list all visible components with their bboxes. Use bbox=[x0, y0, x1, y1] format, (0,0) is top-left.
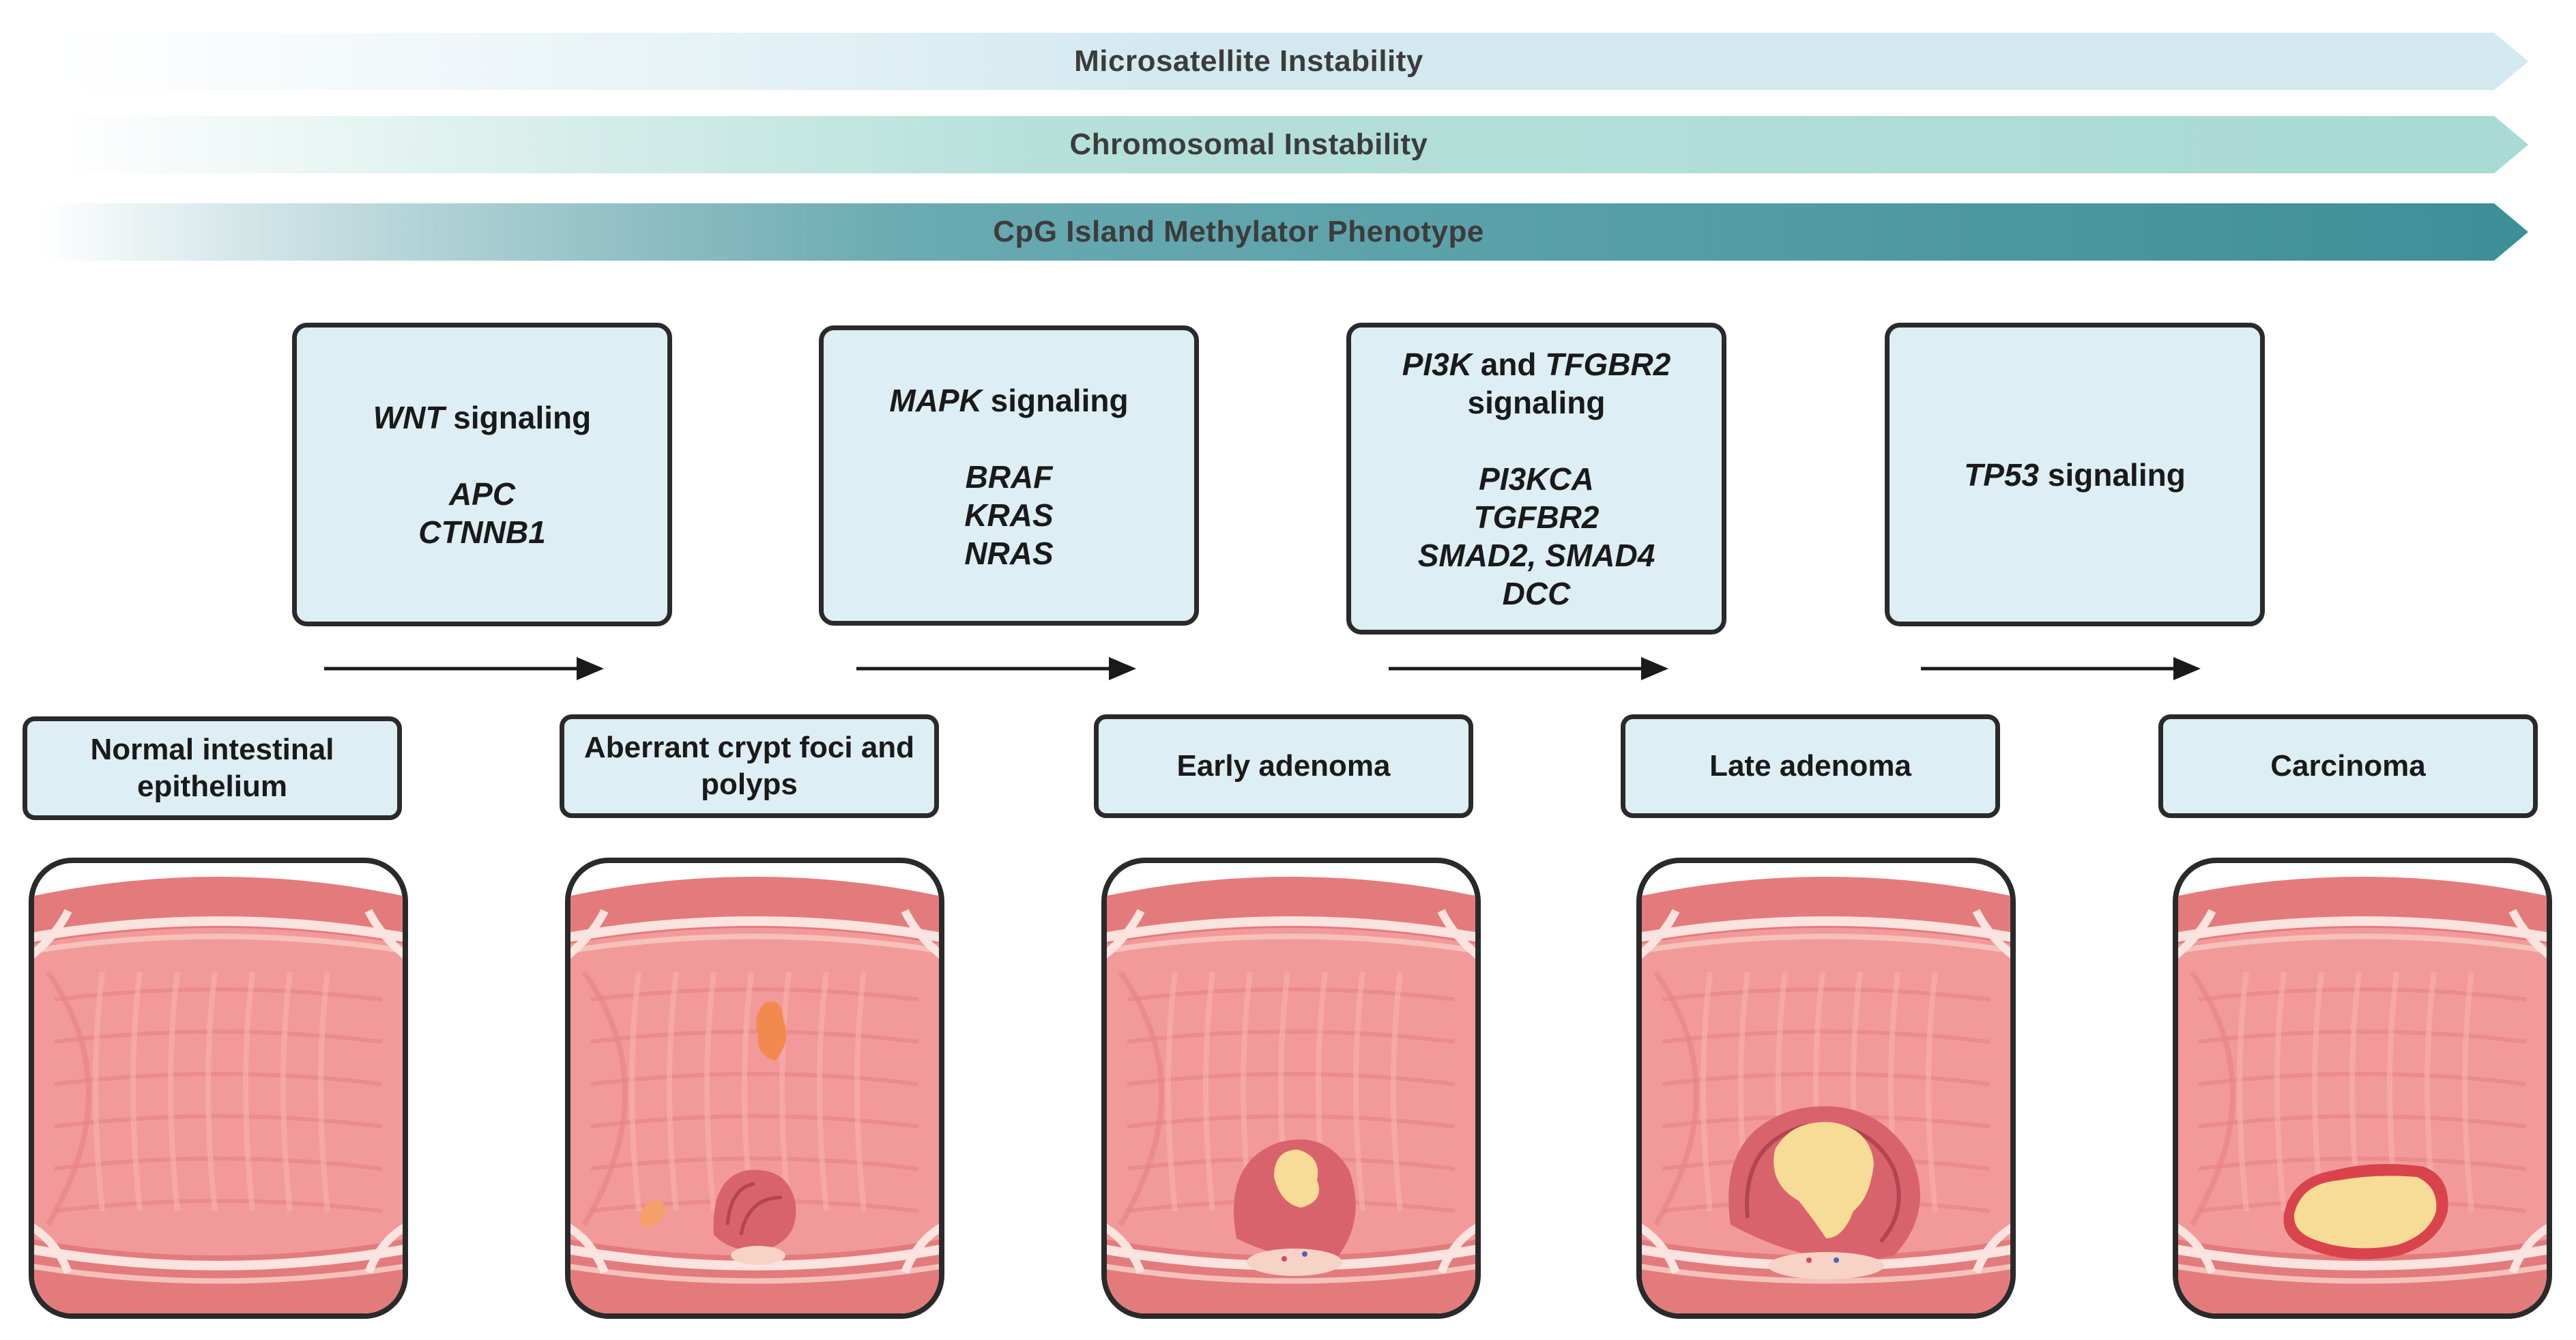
gene-name: CTNNB1 bbox=[418, 514, 546, 550]
gene-name: TGFBR2 bbox=[1473, 499, 1600, 535]
band-label: Chromosomal Instability bbox=[1069, 128, 1428, 161]
signaling-box-wnt: WNT signaling APC CTNNB1 bbox=[292, 323, 672, 626]
signaling-title-line2: signaling bbox=[1467, 385, 1606, 420]
band-arrow-shape bbox=[61, 116, 2528, 173]
signaling-box-pi3k-tfgbr2: PI3K and TFGBR2 signaling PI3KCA TGFBR2 … bbox=[1346, 323, 1726, 635]
colon-panel-carcinoma bbox=[2171, 856, 2553, 1320]
band-cpg-island-methylator-phenotype: CpG Island Methylator Phenotype bbox=[41, 198, 2532, 266]
gene-name: NRAS bbox=[964, 536, 1054, 571]
colon-panel-none bbox=[27, 856, 409, 1320]
gene-list: BRAF KRAS NRAS bbox=[964, 458, 1053, 572]
colon-panel-late-adenoma bbox=[1635, 856, 2017, 1320]
gene-name: DCC bbox=[1502, 576, 1571, 611]
band-label: Microsatellite Instability bbox=[1074, 44, 1423, 78]
progression-arrow bbox=[1389, 657, 1668, 680]
colon-illustration bbox=[1101, 858, 1481, 1319]
gene-name: BRAF bbox=[965, 459, 1053, 495]
gene-name: SMAD2, SMAD4 bbox=[1417, 538, 1655, 573]
signaling-title: PI3K and TFGBR2 bbox=[1402, 347, 1671, 382]
band-microsatellite-instability: Microsatellite Instability bbox=[61, 27, 2532, 96]
colon-illustration bbox=[1636, 858, 2016, 1319]
gene-list: PI3KCA TGFBR2 SMAD2, SMAD4 DCC bbox=[1418, 460, 1655, 613]
colon-illustration bbox=[29, 858, 408, 1319]
progression-arrow bbox=[856, 657, 1136, 680]
band-arrow-shape bbox=[61, 33, 2528, 90]
gene-name: APC bbox=[448, 476, 516, 512]
signaling-title: WNT signaling bbox=[373, 399, 592, 435]
band-label: CpG Island Methylator Phenotype bbox=[993, 215, 1484, 248]
gene-name: KRAS bbox=[964, 497, 1054, 533]
progression-arrow bbox=[324, 657, 604, 680]
band-arrow-shape bbox=[41, 203, 2528, 261]
signaling-box-tp53: TP53 signaling bbox=[1885, 323, 2265, 626]
colon-panel-foci-polyp bbox=[564, 856, 946, 1320]
gene-name: PI3KCA bbox=[1479, 461, 1594, 497]
colon-panel-early-adenoma bbox=[1100, 856, 1482, 1320]
band-chromosomal-instability: Chromosomal Instability bbox=[61, 111, 2532, 179]
signaling-box-mapk: MAPK signaling BRAF KRAS NRAS bbox=[819, 325, 1199, 626]
stage-label-late-adenoma: Late adenoma bbox=[1621, 714, 2000, 818]
progression-arrow bbox=[1921, 657, 2201, 680]
colon-illustration bbox=[565, 858, 944, 1319]
stage-label-carcinoma: Carcinoma bbox=[2158, 714, 2538, 818]
colon-illustration bbox=[2173, 858, 2552, 1319]
stage-label-early-adenoma: Early adenoma bbox=[1094, 714, 1473, 818]
signaling-title: MAPK signaling bbox=[889, 383, 1129, 418]
signaling-title: TP53 signaling bbox=[1964, 456, 2186, 493]
stage-label-aberrant-crypt-foci: Aberrant crypt foci and polyps bbox=[560, 714, 939, 818]
gene-list: APC CTNNB1 bbox=[418, 475, 546, 551]
stage-label-normal-epithelium: Normal intestinal epithelium bbox=[23, 716, 402, 820]
